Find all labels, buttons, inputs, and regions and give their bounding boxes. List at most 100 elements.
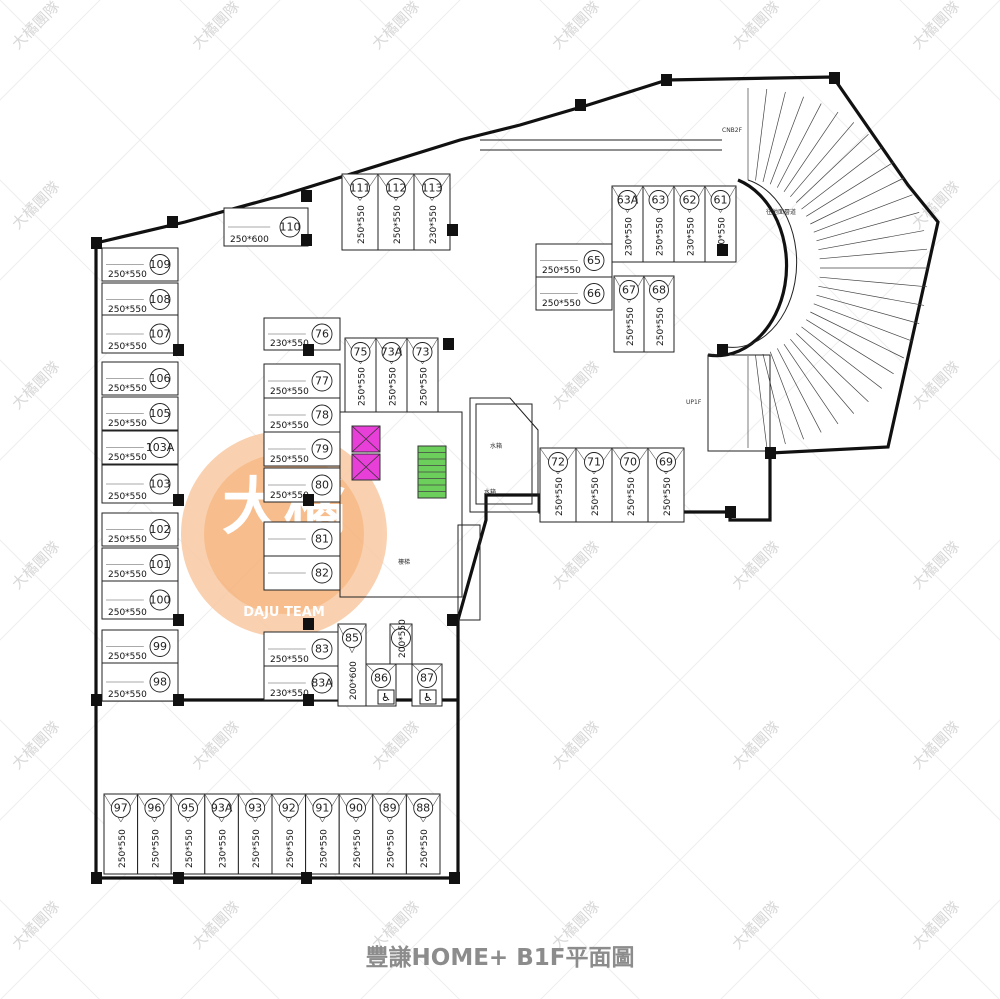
column xyxy=(575,99,586,111)
space-number: 95 xyxy=(181,802,195,815)
structural-columns xyxy=(91,72,840,884)
space-number: 71 xyxy=(587,456,601,469)
space-dimension: 230*550 xyxy=(625,217,635,256)
wheelchair-icon: ♿ xyxy=(423,691,433,704)
space-dimension: 250*550 xyxy=(286,829,296,868)
space-number: 102 xyxy=(150,523,171,536)
space-dimension: 250*550 xyxy=(185,829,195,868)
space-dimension: 250*550 xyxy=(270,387,309,397)
column xyxy=(173,694,184,706)
space-dimension: 250*550 xyxy=(718,217,728,256)
parking-stalls: 109250*550108250*550107250*550106250*550… xyxy=(101,173,737,875)
space-dimension: 250*550 xyxy=(108,342,147,352)
column xyxy=(91,237,102,249)
parking-space: 78 250*550 xyxy=(263,397,341,433)
space-number: 77 xyxy=(315,375,329,388)
space-dimension: 250*600 xyxy=(230,235,269,245)
column xyxy=(447,224,458,236)
column xyxy=(301,190,312,202)
space-number: 92 xyxy=(282,802,296,815)
space-number: 82 xyxy=(315,567,329,580)
space-dimension: 250*550 xyxy=(656,217,666,256)
space-number: 67 xyxy=(622,284,636,297)
space-dimension: 250*550 xyxy=(108,305,147,315)
column xyxy=(301,234,312,246)
space-number: 87 xyxy=(420,672,434,685)
space-number: 76 xyxy=(315,328,329,341)
space-dimension: 250*550 xyxy=(555,477,565,516)
parking-space: 82 xyxy=(263,555,341,591)
parking-space: 95 250*550 xyxy=(170,793,206,875)
space-dimension: 250*550 xyxy=(108,384,147,394)
space-dimension: 250*550 xyxy=(108,570,147,580)
tank-room: 水箱 水箱 xyxy=(469,397,539,513)
column xyxy=(303,344,314,356)
column xyxy=(717,244,728,256)
space-number: 105 xyxy=(150,407,171,420)
space-dimension: 250*550 xyxy=(542,266,581,276)
space-dimension: 250*550 xyxy=(389,367,399,406)
column xyxy=(173,872,184,884)
accessible-spaces: ♿ ♿ xyxy=(377,689,437,705)
column xyxy=(717,344,728,356)
space-dimension: 250*550 xyxy=(656,307,666,346)
space-number: 103 xyxy=(150,478,171,491)
space-dimension: 250*550 xyxy=(357,205,367,244)
space-number: 83 xyxy=(315,643,329,656)
space-number: 78 xyxy=(315,409,329,422)
space-dimension: 250*550 xyxy=(108,492,147,502)
column xyxy=(443,338,454,350)
space-number: 63A xyxy=(617,194,639,207)
parking-space: 81 xyxy=(263,521,341,557)
space-dimension: 250*550 xyxy=(108,690,147,700)
space-number: 107 xyxy=(150,328,171,341)
column xyxy=(173,344,184,356)
space-number: 93 xyxy=(248,802,262,815)
space-dimension: 250*550 xyxy=(108,270,147,280)
space-dimension: 250*550 xyxy=(627,477,637,516)
parking-space: 200*550 xyxy=(389,619,413,665)
core: 樓梯 xyxy=(339,411,481,621)
space-dimension: 230*550 xyxy=(429,205,439,244)
column xyxy=(661,74,672,86)
space-dimension: 250*550 xyxy=(108,453,147,463)
column xyxy=(91,872,102,884)
space-dimension: 250*550 xyxy=(387,829,397,868)
space-dimension: 230*550 xyxy=(270,689,309,699)
column xyxy=(303,494,314,506)
parking-space: 92 250*550 xyxy=(271,793,307,875)
space-dimension: 250*550 xyxy=(270,421,309,431)
column xyxy=(91,694,102,706)
logo-text: DAJU TEAM xyxy=(243,605,325,620)
space-number: 66 xyxy=(587,287,601,300)
space-dimension: 230*550 xyxy=(219,829,229,868)
space-number: 68 xyxy=(652,284,666,297)
ramp: UP1F CNB2F 往地面層道 xyxy=(480,88,928,452)
